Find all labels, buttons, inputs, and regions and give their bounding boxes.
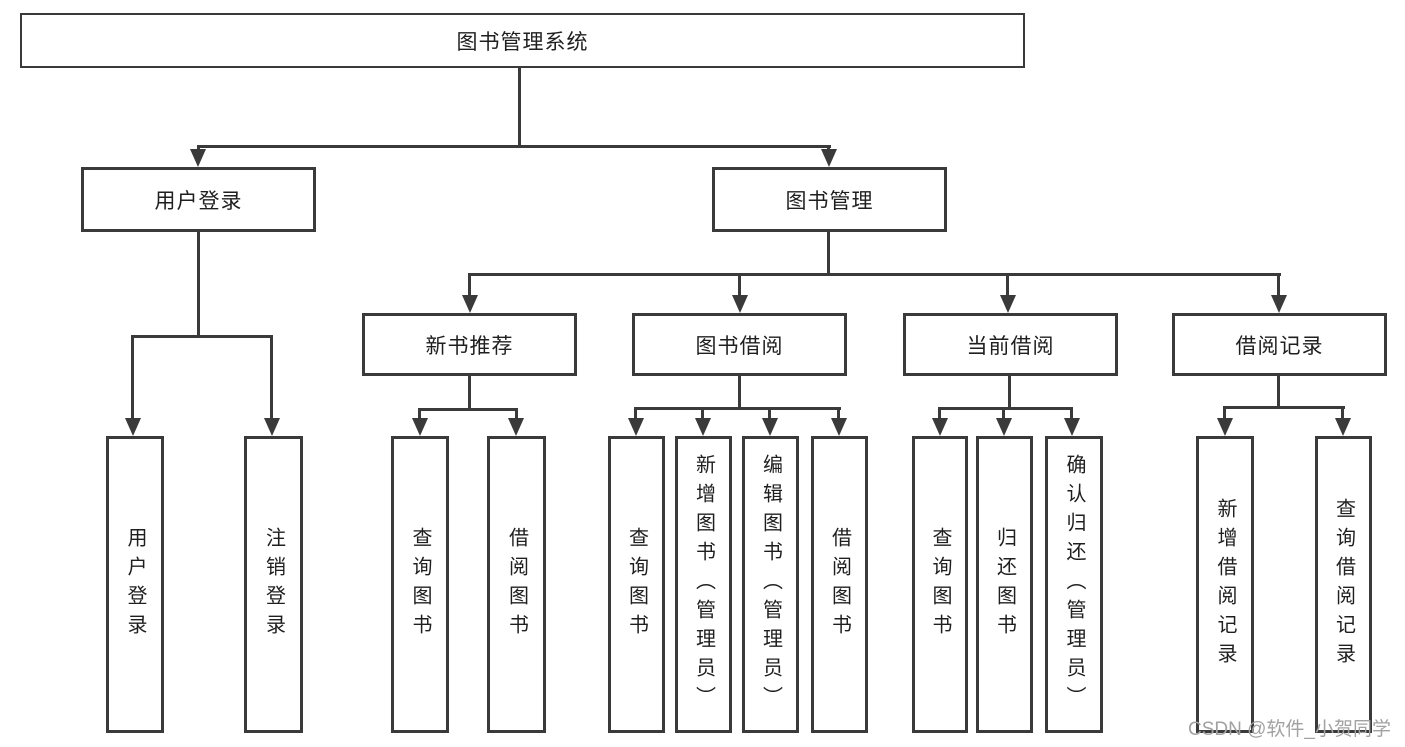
leaf-bb-edit-books-admin: 编辑图书（管理员） xyxy=(742,436,799,733)
arrow-br-add xyxy=(1217,418,1233,436)
arrow-leaf-login xyxy=(125,418,141,436)
leaf-nb-borrow-books: 借阅图书 xyxy=(487,436,546,733)
arrow-cb-return xyxy=(996,418,1012,436)
arrow-current-borrow xyxy=(1000,295,1016,313)
arrow-borrow-records xyxy=(1271,295,1287,313)
connector-drop-leaf-login xyxy=(131,335,134,418)
connector-book-mgmt-stem xyxy=(827,232,830,273)
arrow-nb-query xyxy=(412,418,428,436)
arrow-user-login xyxy=(190,149,206,167)
connector-current-borrow-bus xyxy=(938,407,1073,410)
connector-root-stem xyxy=(518,68,521,145)
arrow-bb-query xyxy=(628,418,644,436)
leaf-label: 注销登录 xyxy=(262,526,285,643)
arrow-book-borrow xyxy=(732,295,748,313)
connector-drop-nb-query xyxy=(418,408,421,420)
node-label: 图书借阅 xyxy=(695,334,784,358)
connector-drop-cb-query xyxy=(938,407,941,419)
node-user-login: 用户登录 xyxy=(81,167,316,232)
connector-level3-bus xyxy=(468,273,1281,276)
arrow-bb-borrow xyxy=(831,418,847,436)
node-label: 新书推荐 xyxy=(425,334,514,358)
leaf-nb-query-books: 查询图书 xyxy=(391,436,449,733)
arrow-cb-confirm xyxy=(1064,418,1080,436)
connector-new-book-bus xyxy=(418,408,518,411)
leaf-label: 新增图书（管理员） xyxy=(692,454,715,715)
connector-drop-bb-query xyxy=(634,407,637,419)
connector-drop-bb-add xyxy=(701,407,704,419)
leaf-cb-return-books: 归还图书 xyxy=(976,436,1033,733)
connector-current-borrow-stem xyxy=(1008,376,1011,407)
node-new-book-recommend: 新书推荐 xyxy=(362,313,577,376)
arrow-cb-query xyxy=(932,418,948,436)
connector-drop-new-book xyxy=(468,273,471,297)
leaf-label: 借阅图书 xyxy=(828,526,851,643)
node-label: 图书管理 xyxy=(785,189,874,213)
node-book-management: 图书管理 xyxy=(712,167,947,232)
connector-drop-br-query xyxy=(1341,406,1344,418)
node-library-management-system: 图书管理系统 xyxy=(20,13,1025,68)
leaf-label: 用户登录 xyxy=(124,526,146,643)
leaf-label: 编辑图书（管理员） xyxy=(759,454,782,715)
connector-user-login-bus xyxy=(131,335,273,338)
leaf-bb-borrow-books: 借阅图书 xyxy=(811,436,868,733)
node-label: 用户登录 xyxy=(154,189,243,213)
arrow-leaf-logout xyxy=(264,418,280,436)
connector-drop-cb-confirm xyxy=(1070,407,1073,419)
connector-new-book-stem xyxy=(468,376,471,408)
arrow-nb-borrow xyxy=(508,418,524,436)
node-current-borrow: 当前借阅 xyxy=(903,313,1118,376)
leaf-logout: 注销登录 xyxy=(244,436,303,733)
leaf-label: 新增借阅记录 xyxy=(1214,497,1236,672)
connector-book-borrow-bus xyxy=(634,407,841,410)
connector-drop-bb-edit xyxy=(768,407,771,419)
connector-book-borrow-stem xyxy=(738,376,741,407)
arrow-new-book xyxy=(462,295,478,313)
leaf-user-login: 用户登录 xyxy=(106,436,164,733)
connector-borrow-records-stem xyxy=(1277,376,1280,406)
connector-drop-bb-borrow xyxy=(837,407,840,419)
arrow-book-mgmt xyxy=(821,149,837,167)
leaf-bb-add-books-admin: 新增图书（管理员） xyxy=(675,436,732,733)
leaf-label: 查询图书 xyxy=(625,526,648,643)
leaf-label: 查询借阅记录 xyxy=(1332,497,1355,672)
leaf-br-add-record: 新增借阅记录 xyxy=(1196,436,1254,733)
leaf-bb-query-books: 查询图书 xyxy=(608,436,665,733)
connector-drop-nb-borrow xyxy=(515,408,518,420)
connector-level2-bus xyxy=(197,145,831,148)
arrow-bb-edit xyxy=(762,418,778,436)
arrow-br-query xyxy=(1335,418,1351,436)
leaf-label: 查询图书 xyxy=(409,526,431,643)
connector-drop-borrow-records xyxy=(1277,273,1280,297)
leaf-cb-confirm-return-admin: 确认归还（管理员） xyxy=(1045,436,1103,733)
csdn-watermark: CSDN @软件_小贺同学 xyxy=(1188,719,1391,740)
arrow-bb-add xyxy=(695,418,711,436)
leaf-label: 确认归还（管理员） xyxy=(1063,454,1085,715)
connector-borrow-records-bus xyxy=(1223,406,1345,409)
connector-drop-br-add xyxy=(1223,406,1226,418)
node-borrow-records: 借阅记录 xyxy=(1172,313,1387,376)
leaf-label: 借阅图书 xyxy=(505,526,528,643)
connector-drop-current-borrow xyxy=(1006,273,1009,297)
leaf-label: 归还图书 xyxy=(993,526,1016,643)
node-book-borrow: 图书借阅 xyxy=(632,313,847,376)
node-label: 图书管理系统 xyxy=(456,30,589,54)
leaf-cb-query-books: 查询图书 xyxy=(912,436,968,733)
connector-drop-leaf-logout xyxy=(270,335,273,418)
leaf-br-query-record: 查询借阅记录 xyxy=(1315,436,1372,733)
node-label: 借阅记录 xyxy=(1235,334,1324,358)
connector-drop-book-borrow xyxy=(738,273,741,297)
connector-user-login-stem xyxy=(197,232,200,335)
leaf-label: 查询图书 xyxy=(929,526,951,643)
node-label: 当前借阅 xyxy=(966,334,1055,358)
connector-drop-cb-return xyxy=(1002,407,1005,419)
